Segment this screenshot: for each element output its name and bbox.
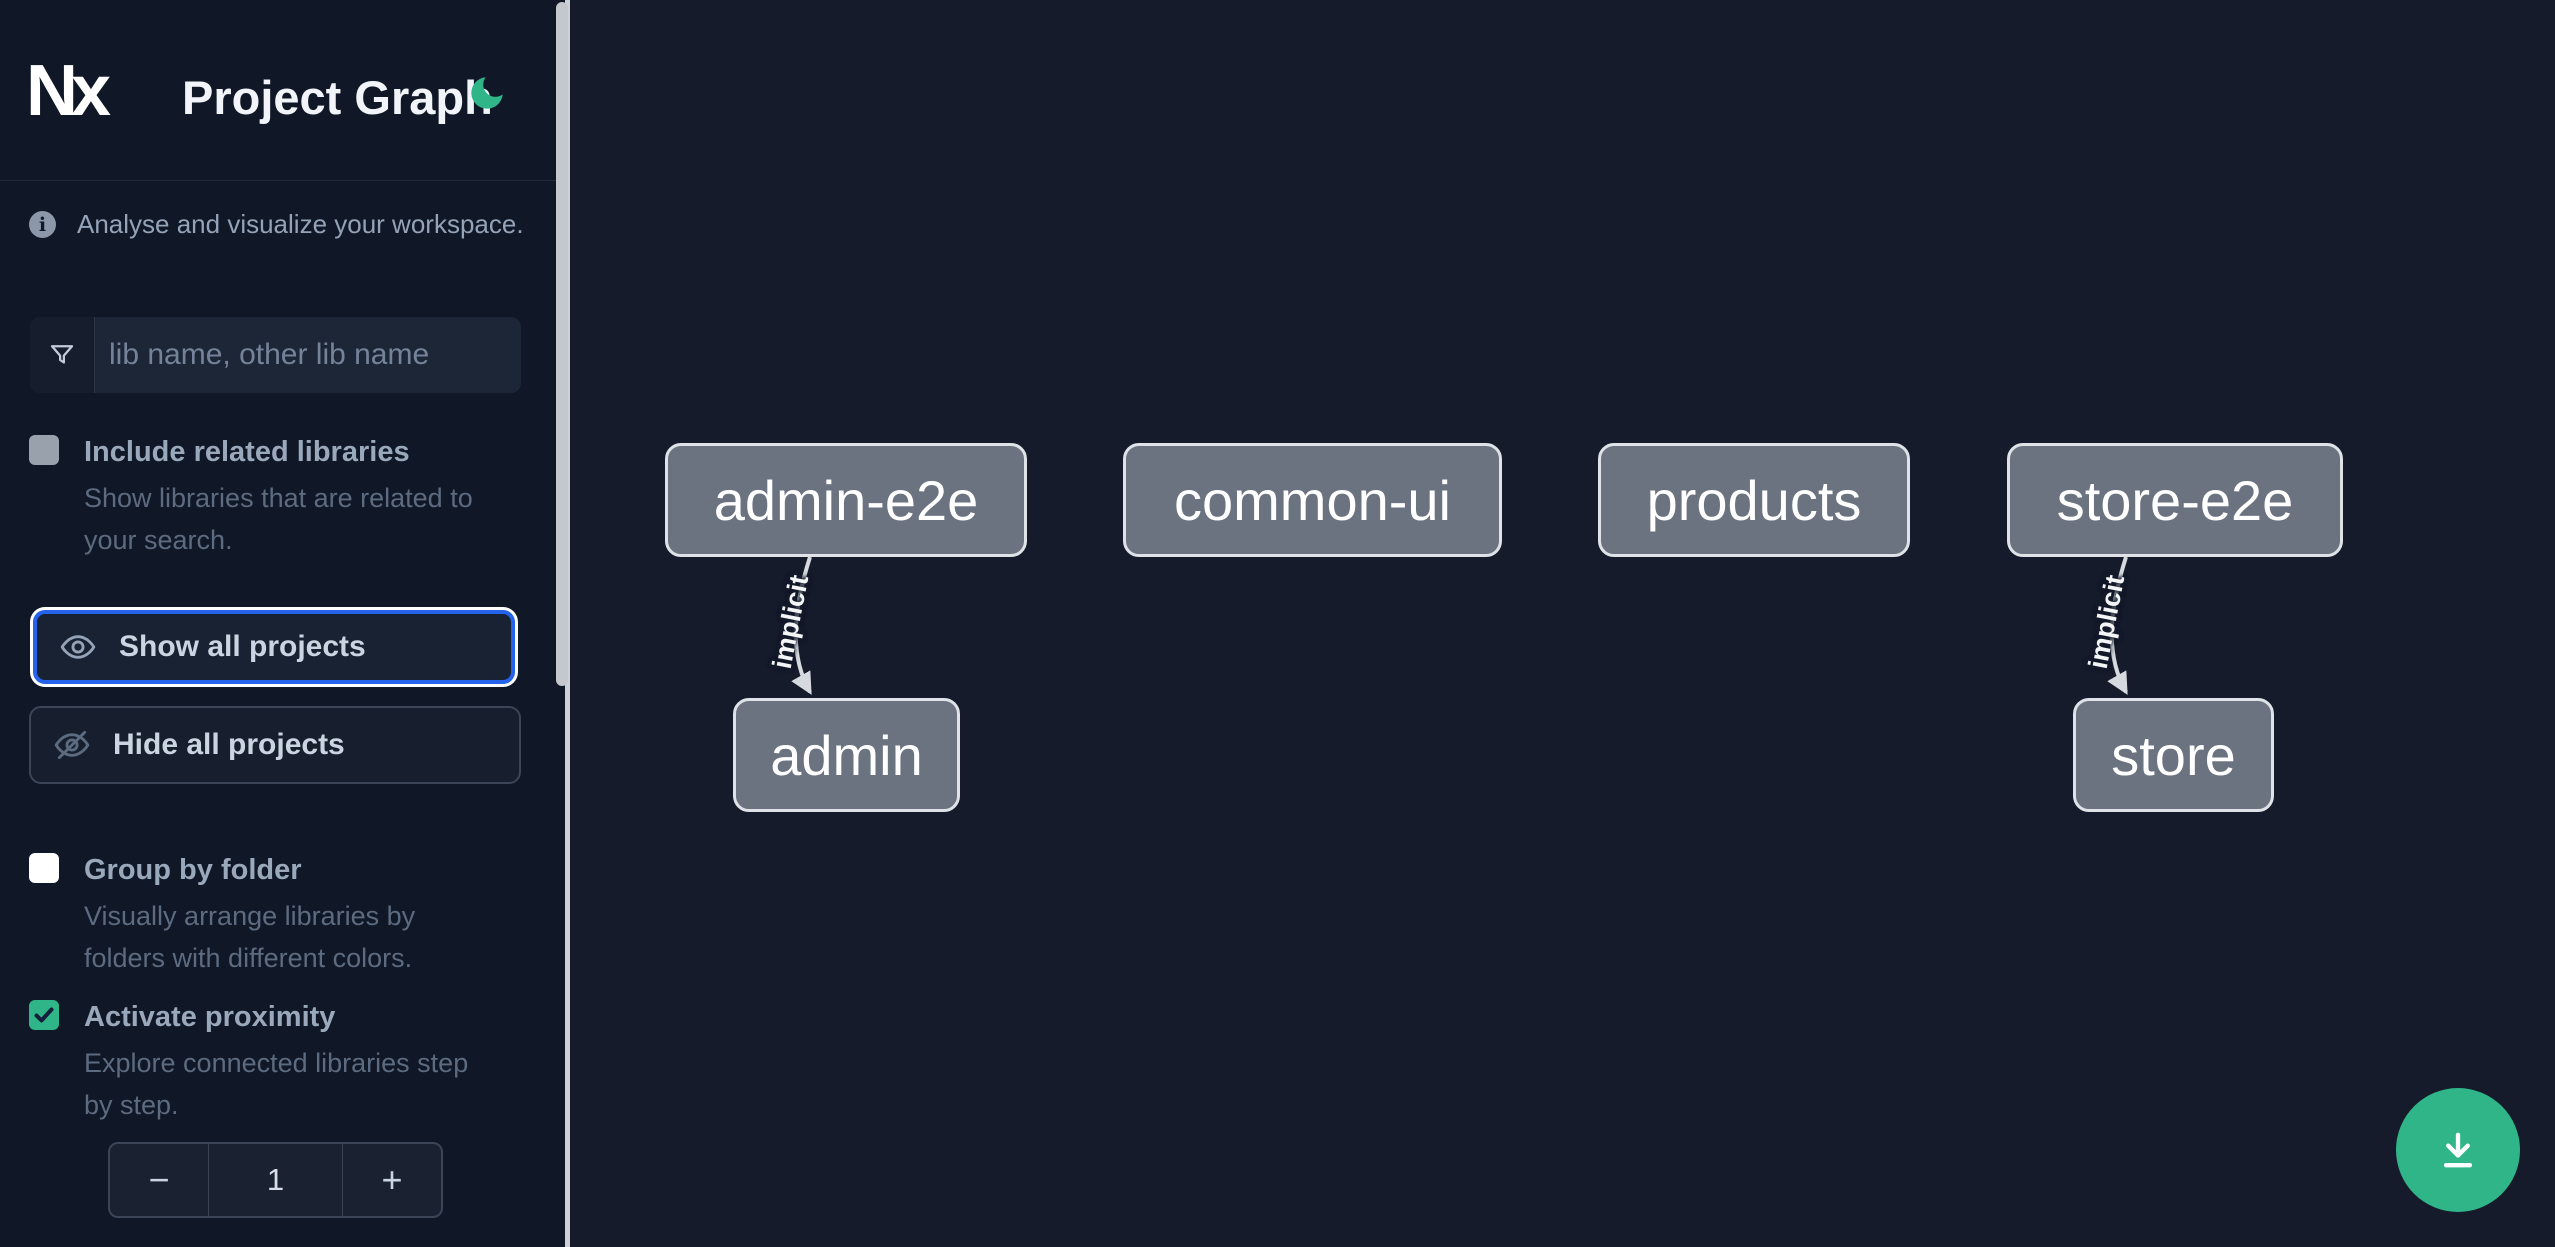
include-related-label: Include related libraries xyxy=(84,436,410,468)
proximity-depth-stepper: − 1 + xyxy=(108,1142,443,1218)
stepper-value: 1 xyxy=(208,1144,343,1216)
nx-logo: Nx xyxy=(26,51,111,131)
activate-proximity-description: Explore connected libraries step by step… xyxy=(84,1048,469,1120)
search-input[interactable] xyxy=(95,317,521,393)
eye-icon xyxy=(60,635,96,659)
sidebar-scrollbar-thumb[interactable] xyxy=(556,2,568,686)
graph-node-admin-e2e[interactable]: admin-e2e xyxy=(665,443,1027,557)
graph-node-store[interactable]: store xyxy=(2073,698,2274,812)
filter-icon-cell xyxy=(30,317,95,393)
sidebar: Nx Project Graph i Analyse and visualize… xyxy=(0,0,570,1247)
funnel-icon xyxy=(50,345,74,364)
group-by-folder-checkbox[interactable] xyxy=(29,853,59,883)
download-icon xyxy=(2443,1132,2473,1168)
increment-button[interactable]: + xyxy=(343,1144,441,1216)
group-by-folder-label: Group by folder xyxy=(84,854,302,886)
checkmark-icon xyxy=(34,1007,54,1023)
graph-node-store-e2e[interactable]: store-e2e xyxy=(2007,443,2343,557)
activate-proximity-label: Activate proximity xyxy=(84,1001,336,1033)
project-filter xyxy=(30,317,521,393)
edge-label-implicit: implicit xyxy=(2082,572,2131,672)
info-icon: i xyxy=(29,211,56,238)
moon-icon xyxy=(471,77,503,109)
group-by-folder-description: Visually arrange libraries by folders wi… xyxy=(84,901,416,973)
page-title: Project Graph xyxy=(182,71,493,124)
include-related-description: Show libraries that are related to your … xyxy=(84,483,473,555)
activate-proximity-option: Activate proximity Explore connected lib… xyxy=(29,1000,520,1126)
graph-node-products[interactable]: products xyxy=(1598,443,1910,557)
graph-node-common-ui[interactable]: common-ui xyxy=(1123,443,1502,557)
hide-all-projects-button[interactable]: Hide all projects xyxy=(29,706,521,784)
sidebar-header: Nx Project Graph xyxy=(0,0,557,181)
eye-off-icon xyxy=(54,730,90,760)
include-related-checkbox[interactable] xyxy=(29,435,59,465)
group-by-folder-option: Group by folder Visually arrange librari… xyxy=(29,853,520,979)
hide-all-projects-label: Hide all projects xyxy=(113,728,345,761)
theme-toggle-button[interactable] xyxy=(466,72,508,114)
decrement-button[interactable]: − xyxy=(110,1144,208,1216)
info-text: Analyse and visualize your workspace. xyxy=(77,209,524,239)
workspace-info: i Analyse and visualize your workspace. xyxy=(29,209,524,240)
edge-label-implicit: implicit xyxy=(766,572,815,672)
show-all-projects-label: Show all projects xyxy=(119,630,366,663)
graph-node-admin[interactable]: admin xyxy=(733,698,960,812)
activate-proximity-checkbox[interactable] xyxy=(29,1000,59,1030)
download-graph-button[interactable] xyxy=(2396,1088,2520,1212)
show-all-projects-button[interactable]: Show all projects xyxy=(33,610,515,684)
include-related-option: Include related libraries Show libraries… xyxy=(29,435,520,561)
